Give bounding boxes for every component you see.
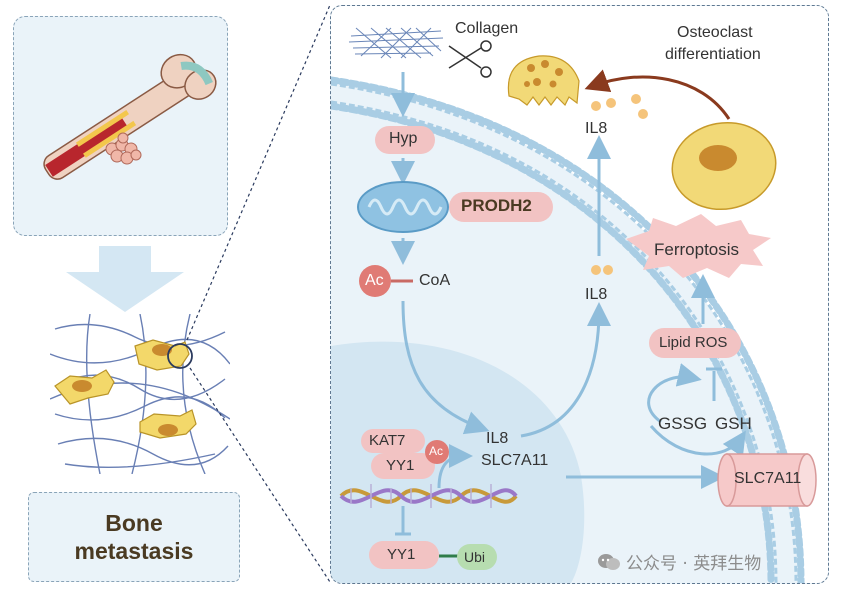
- cell-diagram-panel: Collagen Osteoclast differentiation Hyp …: [330, 5, 829, 584]
- ac-small-circle: [425, 440, 449, 464]
- wechat-icon: [598, 553, 620, 570]
- collagen-label: Collagen: [455, 20, 519, 37]
- bone-image-box: [13, 16, 228, 236]
- left-panel: Bone metastasis: [0, 0, 250, 595]
- gssg-label: GSSG: [658, 414, 708, 433]
- ac-label: Ac: [365, 272, 384, 289]
- hyp-pill: [375, 126, 435, 154]
- scissors-icon: [448, 40, 492, 78]
- il8-gene-label: IL8: [486, 430, 509, 447]
- kat7-pill: [361, 429, 425, 453]
- tumor-cluster: [105, 132, 142, 165]
- ubi-label: Ubi: [464, 549, 486, 565]
- lipid-ros-pill: [649, 328, 741, 358]
- osteoclast-label-line1: Osteoclast: [677, 24, 753, 41]
- bone-metastasis-title-line1: Bone: [105, 510, 163, 536]
- lipid-ros-label: Lipid ROS: [659, 334, 728, 351]
- bone-icon: [43, 53, 217, 180]
- bone-metastasis-title-line2: metastasis: [74, 538, 194, 564]
- yy1-pill: [371, 453, 435, 479]
- hyp-label: Hyp: [389, 130, 418, 147]
- osteoclast-label-line2: differentiation: [665, 46, 761, 63]
- tumor-cells-in-collagen: [50, 314, 230, 474]
- mitochondria-icon: [357, 181, 449, 233]
- bone-metastasis-label-box: Bone metastasis: [28, 492, 240, 582]
- slc7a11-channel-label: SLC7A11: [734, 470, 802, 487]
- yy1-bottom-label: YY1: [387, 546, 416, 563]
- slc7a11-channel-icon: [717, 453, 817, 507]
- prodh2-pill: [449, 192, 553, 222]
- watermark: 公众号 · 英拜生物: [598, 549, 761, 574]
- cell-diagram-svg: [331, 6, 828, 583]
- ferroptosis-label: Ferroptosis: [654, 240, 740, 259]
- prodh2-label: PRODH2: [461, 196, 532, 215]
- ac-small-label: Ac: [429, 444, 444, 458]
- osteoclast-fragment-icon: [507, 55, 580, 107]
- ubi-pill: [457, 544, 497, 570]
- yy1-bottom-pill: [369, 541, 439, 569]
- il8-top-label: IL8: [585, 120, 608, 137]
- ferroptosis-burst: [626, 214, 771, 278]
- gsh-label: GSH: [715, 414, 752, 433]
- ac-circle: [359, 265, 391, 297]
- osteoclast-icon: [671, 121, 777, 211]
- watermark-text: 公众号 · 英拜生物: [626, 554, 762, 574]
- dna-helix-icon: [339, 484, 518, 508]
- kat7-label: KAT7: [369, 432, 406, 449]
- down-arrow-icon: [66, 246, 184, 312]
- slc7a11-gene-label: SLC7A11: [481, 452, 549, 469]
- coa-label: CoA: [419, 272, 451, 289]
- yy1-label: YY1: [386, 457, 415, 474]
- il8-mid-label: IL8: [585, 286, 608, 303]
- collagen-mesh-icon: [348, 27, 444, 59]
